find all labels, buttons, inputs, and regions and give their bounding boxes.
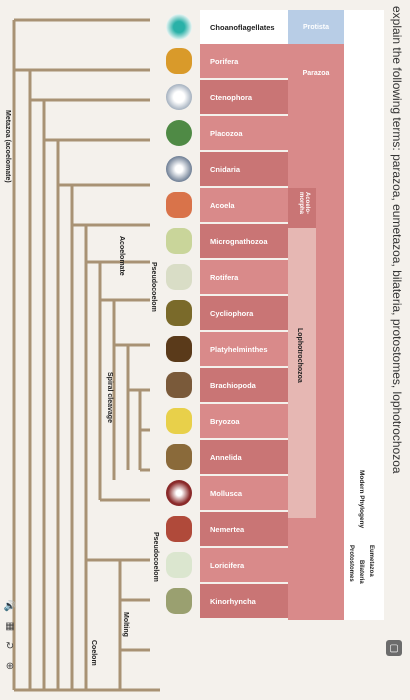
taxon-row: Nemertea — [200, 512, 288, 546]
taxon-row: Mollusca — [200, 476, 288, 510]
lophotrochozoa-label: Lophotrochozoa — [296, 328, 303, 383]
acoelomorpha-cell: Acoelo-morpha — [288, 188, 316, 228]
question-text: explain the following terms: parazoa, eu… — [386, 6, 404, 694]
coelom-label: Coelom — [90, 640, 97, 666]
protista-cell: Protista — [288, 10, 344, 44]
mollusc-icon — [166, 480, 192, 506]
eumetazoa-label: Eumetazoa — [368, 545, 374, 577]
scroll-indicator[interactable]: ▢ — [386, 640, 402, 656]
metazoa-label: Metazoa (acoelomate) — [4, 110, 11, 183]
taxon-row: Ctenophora — [200, 80, 288, 114]
placozoa-icon — [166, 120, 192, 146]
choanoflagellate-icon — [166, 14, 192, 40]
taxon-row: Cycliophora — [200, 296, 288, 330]
taxon-row: Acoela — [200, 188, 288, 222]
taxon-label: Cycliophora — [210, 308, 254, 318]
taxon-label: Rotifera — [210, 272, 239, 282]
taxon-label: Brachiopoda — [210, 380, 256, 390]
bryozoan-icon — [166, 408, 192, 434]
rotifer-icon — [166, 264, 192, 290]
modern-phylogeny-label: Modern Phylogeny — [358, 470, 365, 529]
globe-icon[interactable]: ⊕ — [5, 660, 15, 672]
parazoa-label: Parazoa — [302, 69, 330, 77]
taxon-row: Annelida — [200, 440, 288, 474]
flatworm-icon — [166, 336, 192, 362]
taxon-row: Rotifera — [200, 260, 288, 294]
groups-panel — [344, 10, 384, 620]
taxon-label: Porifera — [210, 56, 239, 66]
acoelomorpha-label: Acoelo-morpha — [298, 192, 310, 215]
taxon-row: Brachiopoda — [200, 368, 288, 402]
bilateria-label: Bilateria — [358, 560, 364, 584]
taxon-row: Micrognathozoa — [200, 224, 288, 258]
taxon-label: Platyhelminthes — [210, 344, 268, 354]
brachiopod-icon — [166, 372, 192, 398]
spiral-cleavage-label: Spiral cleavage — [106, 372, 113, 423]
acoelomate-label: Acoelomate — [118, 236, 125, 276]
grid-icon[interactable]: ▦ — [5, 620, 15, 632]
taxon-row: Cnidaria — [200, 152, 288, 186]
jellyfish-icon — [166, 156, 192, 182]
nemertean-icon — [166, 516, 192, 542]
lophotrochozoa-cell: Lophotrochozoa — [288, 228, 316, 518]
speaker-icon[interactable]: 🔊 — [3, 600, 17, 612]
taxon-label: Ctenophora — [210, 92, 253, 102]
taxon-label: Cnidaria — [210, 164, 241, 174]
taxon-row: Choanoflagellates — [200, 10, 288, 44]
taxon-label: Placozoa — [210, 128, 243, 138]
protista-label: Protista — [302, 23, 330, 31]
taxon-row: Porifera — [200, 44, 288, 78]
acoel-worm-icon — [166, 192, 192, 218]
taxon-label: Nemertea — [210, 524, 245, 534]
pseudocoelom-top-label: Pseudocoelom — [150, 262, 157, 312]
taxon-label: Annelida — [210, 452, 242, 462]
taxon-label: Acoela — [210, 200, 235, 210]
taxon-label: Mollusca — [210, 488, 243, 498]
taxon-label: Loricifera — [210, 560, 245, 570]
taxon-row: Bryozoa — [200, 404, 288, 438]
protostomes-label: Protostomes — [348, 545, 354, 582]
taxon-row: Placozoa — [200, 116, 288, 150]
molting-label: Molting — [122, 612, 129, 637]
taxon-label: Micrognathozoa — [210, 236, 268, 246]
question-label: explain the following terms: parazoa, eu… — [390, 6, 404, 474]
taxon-label: Kinorhyncha — [210, 596, 256, 606]
parazoa-cell: Parazoa — [288, 44, 344, 102]
pseudocoelom-bottom-label: Pseudocoelom — [152, 532, 159, 582]
kinorhynch-icon — [166, 588, 192, 614]
loriciferan-icon — [166, 552, 192, 578]
taxon-row: Loricifera — [200, 548, 288, 582]
taxon-row: Platyhelminthes — [200, 332, 288, 366]
taxon-label: Choanoflagellates — [210, 22, 275, 32]
taxon-row: Kinorhyncha — [200, 584, 288, 618]
annelid-icon — [166, 444, 192, 470]
sponge-icon — [166, 48, 192, 74]
micrognathozoan-icon — [166, 228, 192, 254]
taxon-label: Bryozoa — [210, 416, 240, 426]
comb-jelly-icon — [166, 84, 192, 110]
cycliophoran-icon — [166, 300, 192, 326]
refresh-icon[interactable]: ↻ — [5, 640, 15, 652]
